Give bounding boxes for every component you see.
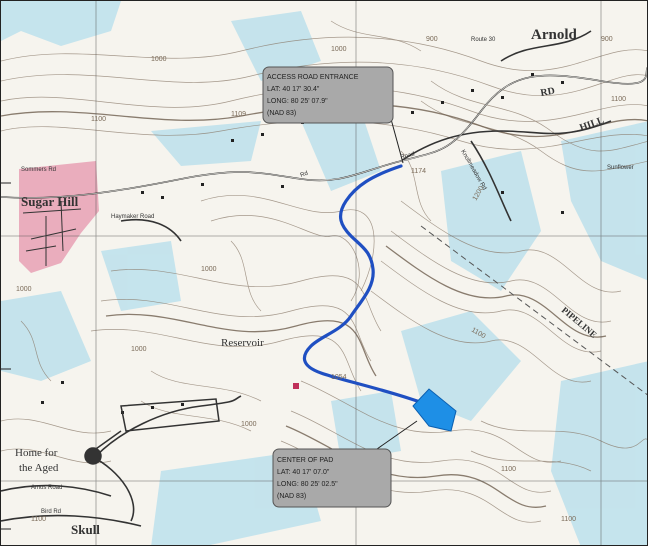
center-pad-lat: LAT: 40 17' 07.0" xyxy=(277,469,330,476)
road-label-h: Bird Rd xyxy=(41,509,61,515)
road-label-c: Haymaker Road xyxy=(111,214,154,220)
road-label-e: Amos Road xyxy=(31,485,62,491)
urban-area xyxy=(19,161,99,273)
road-label-i: Route 30 xyxy=(471,37,496,43)
access-road-title: ACCESS ROAD ENTRANCE xyxy=(267,74,359,81)
label-rd: RD xyxy=(540,86,556,99)
label-pipeline: PIPELINE xyxy=(560,305,599,340)
reservoir-marker xyxy=(293,383,299,389)
access-road-long: LONG: 80 25' 07.9" xyxy=(267,98,328,105)
building-dots xyxy=(41,73,564,414)
label-hill: HILL xyxy=(578,115,606,134)
contour-label: 900 xyxy=(426,36,438,43)
contour-label: 1000 xyxy=(241,421,257,428)
label-town: Sugar Hill xyxy=(21,194,79,209)
road-label-f: Sunflower xyxy=(607,165,634,171)
contour-label: 1109 xyxy=(231,111,246,118)
road-label-b: Road xyxy=(400,151,415,161)
pipeline-line xyxy=(420,225,647,396)
contour-label: 1174 xyxy=(411,168,426,175)
label-skull: Skull xyxy=(71,522,100,537)
contour-label: 1000 xyxy=(331,46,347,53)
contour-label: 1000 xyxy=(16,286,32,293)
road-label-g: Sommers Rd xyxy=(21,167,56,173)
label-home-for-aged-1: Home for xyxy=(15,447,58,459)
label-home-for-aged-2: the Aged xyxy=(19,462,59,474)
home-for-aged-compound xyxy=(84,398,220,465)
road-label-a: Rd xyxy=(300,171,309,179)
contour-label: 1100 xyxy=(31,516,46,523)
contour-label: 1000 xyxy=(131,346,147,353)
center-pad-long: LONG: 80 25' 02.5" xyxy=(277,481,338,488)
callout-access-road: ACCESS ROAD ENTRANCE LAT: 40 17' 30.4" L… xyxy=(262,66,394,124)
callout-center-pad: CENTER OF PAD LAT: 40 17' 07.0" LONG: 80… xyxy=(272,448,392,508)
contour-label: 1100 xyxy=(611,96,626,103)
contour-label: 1000 xyxy=(151,56,167,63)
center-pad-title: CENTER OF PAD xyxy=(277,457,333,464)
well-pad xyxy=(412,388,457,432)
contour-label: 1054 xyxy=(331,374,347,381)
contour-label: 1100 xyxy=(501,466,516,473)
contour-label: 1100 xyxy=(91,116,106,123)
access-road-datum: (NAD 83) xyxy=(267,110,296,117)
contour-label: 1000 xyxy=(201,266,217,273)
center-pad-datum: (NAD 83) xyxy=(277,493,306,500)
access-road-route xyxy=(302,164,439,415)
callout-leaders xyxy=(376,118,418,450)
access-road-lat: LAT: 40 17' 30.4" xyxy=(267,86,320,93)
label-reservoir: Reservoir xyxy=(221,337,264,349)
contour-label: 900 xyxy=(601,36,613,43)
frame-ticks xyxy=(1,182,11,530)
contour-label: 1100 xyxy=(561,516,576,523)
label-arnold: Arnold xyxy=(531,27,578,43)
road-casings xyxy=(1,67,647,199)
